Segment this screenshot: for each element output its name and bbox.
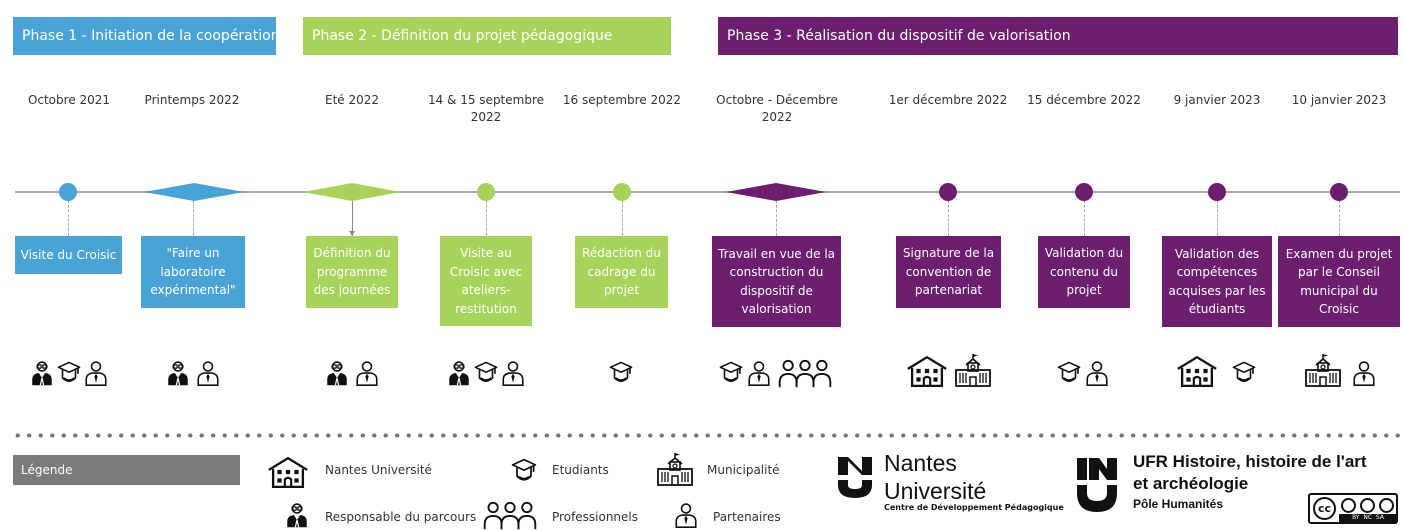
cc-sa-icon [1379,498,1394,513]
partner-icon [500,358,526,388]
cc-by-icon [1341,498,1356,513]
connector-line [948,200,949,236]
ufr-logo-mark [1077,458,1117,512]
graduation-cap-icon [473,358,499,388]
supervisor-icon [165,358,191,388]
cc-license-badge: cc BY NC SA [1308,493,1398,524]
connector-line [1339,200,1340,236]
partner-icon [1351,358,1377,388]
milestone-box: Définition du programme des journées [306,236,398,308]
professionals-icon [480,500,540,530]
partner-icon [673,500,699,530]
timeline-axis [15,191,1400,193]
professionals-icon [776,358,834,388]
cc-nc-icon [1360,498,1375,513]
milestone-box: Visite du Croisic [15,236,122,274]
graduation-cap-icon [1056,358,1082,388]
town-hall-icon [953,352,993,388]
town-hall-icon [1303,352,1343,388]
graduation-cap-icon [1231,358,1257,388]
university-icon [905,354,949,388]
cc-badge-sub: BY NC SA [1339,514,1397,522]
milestone-dot [1208,183,1226,201]
supervisor-icon [284,500,310,530]
town-hall-icon [655,451,695,487]
connector-line [622,200,623,236]
cc-icon: cc [1313,497,1336,520]
milestone-dot [939,183,957,201]
phase-2-header: Phase 2 - Définition du projet pédagogiq… [303,17,671,55]
legend-label-supervisor: Responsable du parcours [325,510,477,524]
legend-label-university: Nantes Université [325,463,432,477]
connector-line [486,200,487,236]
connector-line [1084,200,1085,236]
dotted-separator [12,433,1402,438]
legend-label-municipality: Municipalité [707,463,780,477]
legend-label-professionals: Professionnels [552,510,639,524]
milestone-box: Validation des compétences acquises par … [1162,236,1272,327]
connector-line [776,200,777,236]
university-icon [266,455,310,489]
milestone-box: Visite au Croisic avec ateliers-restitut… [440,236,532,326]
milestone-dot [477,183,495,201]
milestone-date: Octobre - Décembre 2022 [716,93,838,124]
milestone-dot [1330,183,1348,201]
nantes-universite-logo-mark [838,457,872,498]
phase-3-header: Phase 3 - Réalisation du dispositif de v… [718,17,1398,55]
milestone-date: 10 janvier 2023 [1291,93,1387,107]
milestone-diamond [144,183,244,201]
connector-line [68,200,69,236]
connector-line [1217,200,1218,236]
milestone-diamond [726,183,826,201]
supervisor-icon [324,358,350,388]
supervisor-icon [446,358,472,388]
phase-1-header: Phase 1 - Initiation de la coopération [13,17,280,55]
milestone-box: Validation du contenu du projet [1038,236,1130,308]
partner-icon [354,358,380,388]
partner-icon [746,358,772,388]
ufr-logo-line2: et archéologie [1133,474,1249,493]
milestone-dot [613,183,631,201]
legend-label-partners: Partenaires [713,510,781,524]
connector-line [352,200,353,236]
legend-label-students: Etudiants [552,463,609,477]
milestone-date: Octobre 2021 [27,93,111,107]
legend-title: Légende [13,455,240,485]
partner-icon [83,358,109,388]
milestone-date: 9 janvier 2023 [1173,93,1261,107]
milestone-date: Printemps 2022 [144,93,240,107]
milestone-box: Rédaction du cadrage du projet [575,236,668,308]
milestone-box: Travail en vue de la construction du dis… [712,236,841,327]
partner-icon [195,358,221,388]
partner-icon [1084,358,1110,388]
graduation-cap-icon [718,358,744,388]
milestone-date: 15 décembre 2022 [1027,93,1141,107]
university-icon [1175,354,1219,388]
ufr-logo-sub: Pôle Humanités [1133,497,1224,511]
milestone-dot [59,183,77,201]
milestone-box: "Faire un laboratoire expérimental" [141,236,245,308]
supervisor-icon [29,358,55,388]
connector-arrowhead [349,231,355,236]
milestone-box: Signature de la convention de partenaria… [896,236,1001,308]
milestone-date: 14 & 15 septembre 2022 [427,93,545,124]
connector-line [193,200,194,236]
milestone-date: 1er décembre 2022 [888,93,1008,107]
graduation-cap-icon [608,358,634,388]
nantes-logo-sub: Centre de Développement Pédagogique [884,503,1064,512]
milestone-box: Examen du projet par le Conseil municipa… [1278,236,1400,327]
milestone-diamond [303,183,401,201]
ufr-logo-line1: UFR Histoire, histoire de l'art [1133,452,1367,471]
milestone-date: 16 septembre 2022 [562,93,682,107]
nantes-logo-line1: Nantes [884,450,957,476]
nantes-logo-line2: Université [884,478,987,504]
milestone-dot [1075,183,1093,201]
milestone-date: Eté 2022 [324,93,380,107]
graduation-cap-icon [510,455,538,487]
graduation-cap-icon [56,358,82,388]
